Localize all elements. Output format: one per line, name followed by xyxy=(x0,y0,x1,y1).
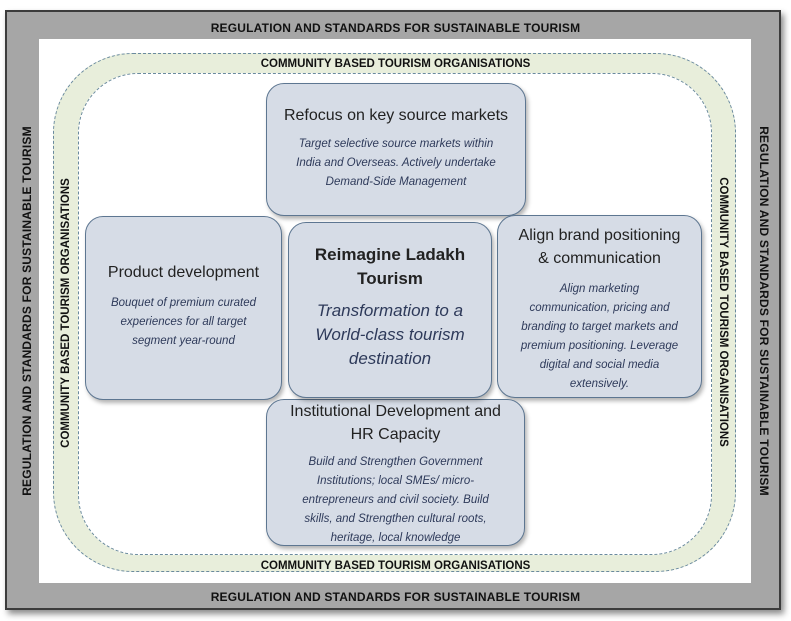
regulation-label-left: REGULATION AND STANDARDS FOR SUSTAINABLE… xyxy=(20,126,34,496)
product-development-box: Product development Bouquet of premium c… xyxy=(85,216,282,400)
institutional-development-title: Institutional Development and HR Capacit… xyxy=(290,403,501,443)
reimagine-ladakh-title: Reimagine Ladakh Tourism xyxy=(314,245,466,288)
product-development-title: Product development xyxy=(107,264,260,281)
regulation-label-top: REGULATION AND STANDARDS FOR SUSTAINABLE… xyxy=(210,21,581,35)
community-label-right: COMMUNITY BASED TOURISM ORGANISATIONS xyxy=(717,177,729,447)
regulation-label-right: REGULATION AND STANDARDS FOR SUSTAINABLE… xyxy=(757,126,771,496)
reimagine-ladakh-subtitle: Transformation to a World-class tourism … xyxy=(315,301,465,368)
product-development-desc: Bouquet of premium curated experiences f… xyxy=(110,297,257,347)
reimagine-ladakh-box: Reimagine Ladakh Tourism Transformation … xyxy=(288,222,492,398)
institutional-development-desc: Build and Strengthen Government Institut… xyxy=(302,456,489,544)
refocus-markets-box: Refocus on key source markets Target sel… xyxy=(266,83,526,216)
brand-positioning-title: Align brand positioning & communication xyxy=(518,227,681,267)
community-label-top: COMMUNITY BASED TOURISM ORGANISATIONS xyxy=(260,58,531,70)
community-label-bottom: COMMUNITY BASED TOURISM ORGANISATIONS xyxy=(260,560,531,572)
community-label-left: COMMUNITY BASED TOURISM ORGANISATIONS xyxy=(60,178,72,448)
institutional-development-box: Institutional Development and HR Capacit… xyxy=(266,399,525,546)
refocus-markets-desc: Target selective source markets within I… xyxy=(296,138,496,188)
brand-positioning-box: Align brand positioning & communication … xyxy=(497,215,702,398)
refocus-markets-title: Refocus on key source markets xyxy=(283,107,509,124)
regulation-label-bottom: REGULATION AND STANDARDS FOR SUSTAINABLE… xyxy=(210,590,581,604)
brand-positioning-desc: Align marketing communication, pricing a… xyxy=(520,283,679,390)
